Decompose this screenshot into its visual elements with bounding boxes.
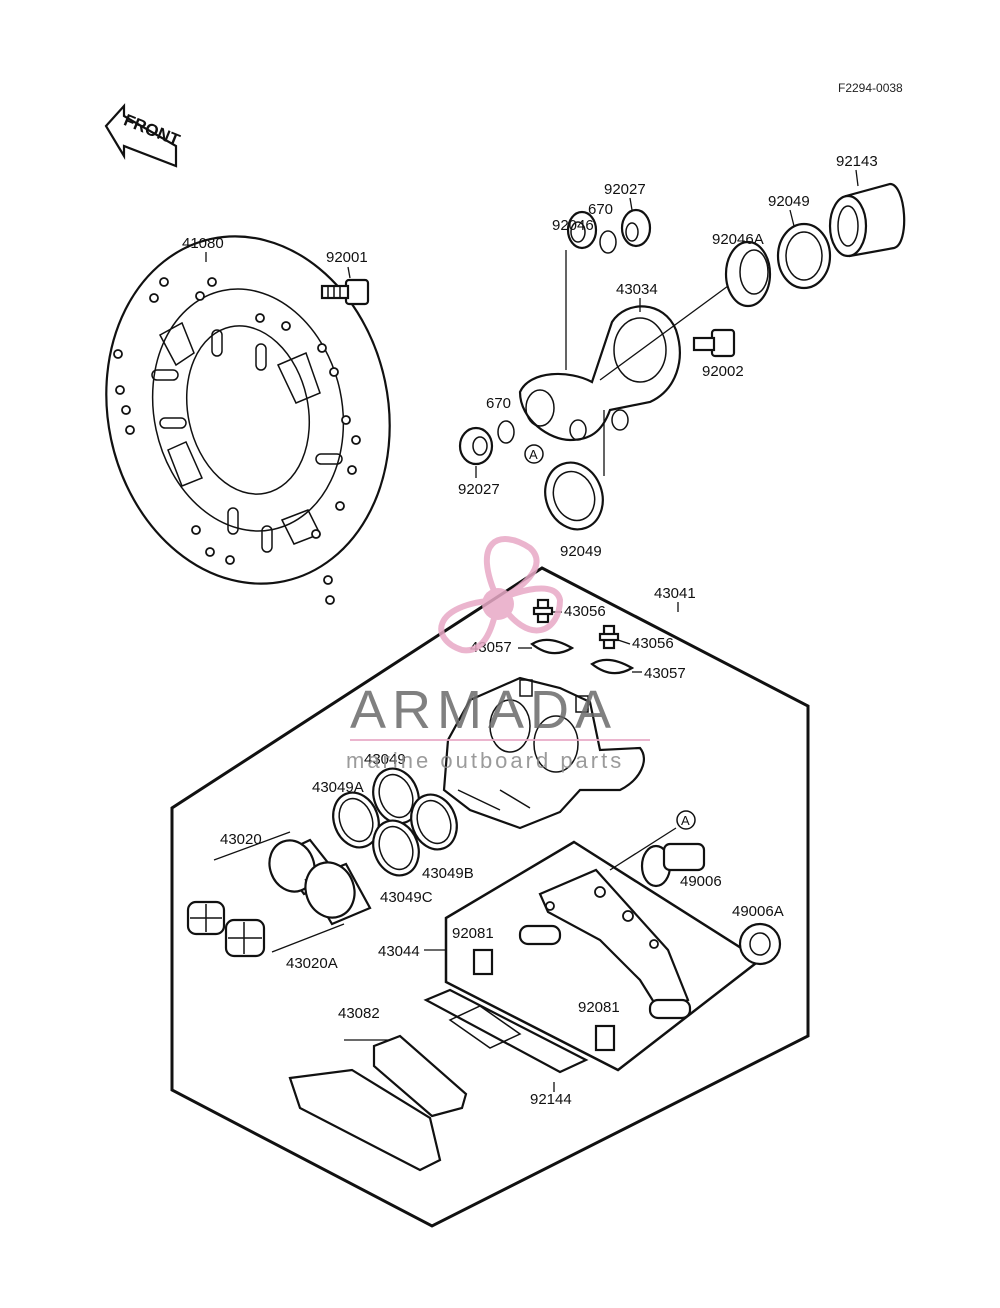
label-92001: 92001 xyxy=(326,249,368,266)
piston-insulator-b xyxy=(224,918,266,958)
label-41080: 41080 xyxy=(182,235,224,252)
propeller-icon xyxy=(438,536,564,654)
label-670-mid: 670 xyxy=(486,395,511,412)
label-92081-a: 92081 xyxy=(452,925,494,942)
label-92144: 92144 xyxy=(530,1091,572,1108)
label-43057-b: 43057 xyxy=(644,665,686,682)
label-670-top: 670 xyxy=(588,201,613,218)
seal-92049-mid xyxy=(544,461,604,531)
label-43049A: 43049A xyxy=(312,779,364,796)
boot-49006A xyxy=(738,922,782,966)
piston-43020A xyxy=(304,861,372,926)
figure-code: F2294-0038 xyxy=(838,81,903,95)
label-43082: 43082 xyxy=(338,1005,380,1022)
callout-a-lower: A xyxy=(676,810,696,830)
caliper-bracket-43034 xyxy=(518,305,681,442)
label-92046A: 92046A xyxy=(712,231,764,248)
callout-a-upper: A xyxy=(524,444,544,464)
label-43020: 43020 xyxy=(220,831,262,848)
label-43056-b: 43056 xyxy=(632,635,674,652)
label-43034: 43034 xyxy=(616,281,658,298)
bracket-assembly-outline xyxy=(444,840,763,1072)
label-92027-top: 92027 xyxy=(604,181,646,198)
caliper-assembly-outline xyxy=(170,566,810,1228)
collar-92143 xyxy=(828,182,906,258)
watermark-tagline: marine outboard parts xyxy=(346,748,624,773)
o-ring-670-mid xyxy=(497,420,515,444)
label-43049: 43049 xyxy=(364,751,406,768)
bearing-92046 xyxy=(566,210,598,250)
label-43020A: 43020A xyxy=(286,955,338,972)
label-43049B: 43049B xyxy=(422,865,474,882)
label-43049C: 43049C xyxy=(380,889,433,906)
bolt-92001 xyxy=(320,278,370,306)
pin-49006 xyxy=(640,842,706,888)
o-ring-670-top xyxy=(599,230,617,254)
front-arrow: FRONT xyxy=(104,103,183,168)
svg-text:A: A xyxy=(681,813,690,828)
collar-92027-top xyxy=(620,208,652,248)
anti-rattle-shim-92144 xyxy=(423,988,589,1074)
bleeder-valve-43056-b xyxy=(598,624,620,650)
caliper-body xyxy=(442,676,646,830)
bearing-92046A xyxy=(724,240,772,308)
piston-insulator-a xyxy=(186,900,226,936)
bolt-92002 xyxy=(692,328,736,358)
caliper-holder xyxy=(518,868,692,1020)
spring-92081-a xyxy=(472,948,494,976)
svg-text:A: A xyxy=(529,447,538,462)
brake-pad-43082 xyxy=(288,1034,468,1172)
label-92027-mid: 92027 xyxy=(458,481,500,498)
bleeder-valve-43056-a xyxy=(532,598,554,624)
brake-disc xyxy=(105,235,391,605)
seal-92049-top xyxy=(776,222,832,290)
label-92002: 92002 xyxy=(702,363,744,380)
cap-43057-b xyxy=(590,658,635,675)
label-92081-b: 92081 xyxy=(578,999,620,1016)
label-92049-top: 92049 xyxy=(768,193,810,210)
collar-92027-mid xyxy=(458,426,494,466)
label-43056-a: 43056 xyxy=(564,603,606,620)
label-49006: 49006 xyxy=(680,873,722,890)
label-92143: 92143 xyxy=(836,153,878,170)
label-43041: 43041 xyxy=(654,585,696,602)
label-43044: 43044 xyxy=(378,943,420,960)
label-92046: 92046 xyxy=(552,217,594,234)
cap-43057-a xyxy=(530,638,575,655)
spring-92081-b xyxy=(594,1024,616,1052)
label-49006A: 49006A xyxy=(732,903,784,920)
watermark-brand: ARMADA xyxy=(350,680,617,740)
label-92049-mid: 92049 xyxy=(560,543,602,560)
watermark: ARMADA marine outboard parts xyxy=(346,536,650,773)
